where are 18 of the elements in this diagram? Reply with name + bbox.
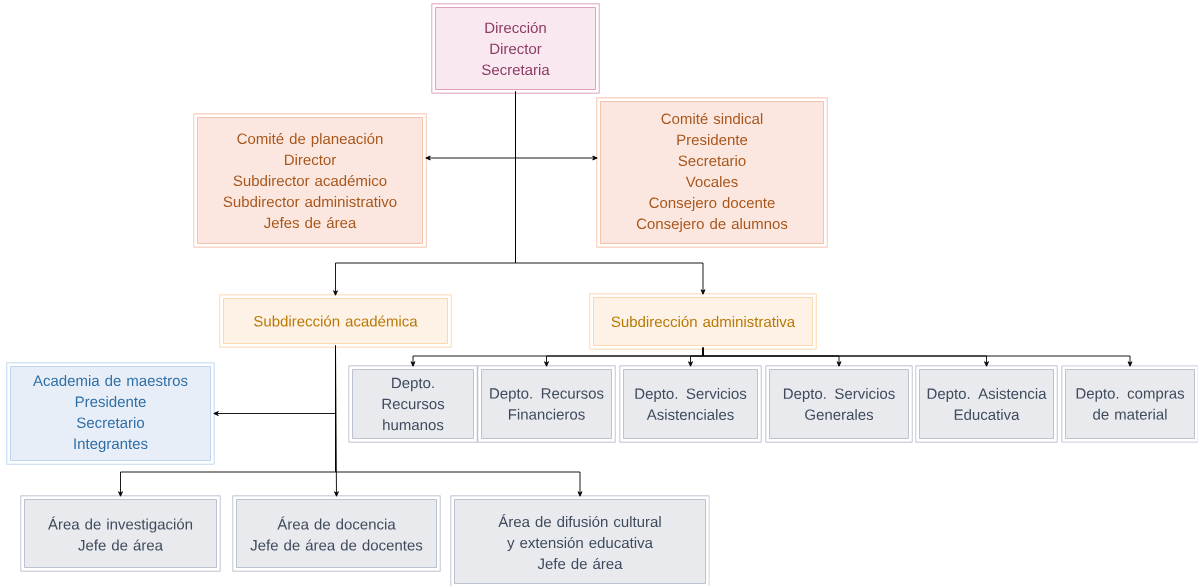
academy-box: Academia de maestros Presidente Secretario Integrantes (6, 362, 215, 465)
department-box: Área de docencia Jefe de área de docentes (232, 495, 441, 572)
department-box: Depto. Recursos Financieros (477, 365, 616, 443)
director-box: Dirección Director Secretaria (431, 3, 600, 94)
committee-box: Comité sindical Presidente Secretario Vocales Consejero docente Consejero de alumnos (596, 97, 828, 248)
department-box: Depto. Servicios Generales (765, 365, 913, 443)
department-box: Depto. Servicios Asistenciales (619, 365, 762, 443)
department-box: Área de investigación Jefe de área (20, 495, 221, 572)
department-box: Área de difusión cultural y extensión educativa Jefe de área (450, 495, 710, 586)
subdirection-box: Subdirección académica (219, 294, 452, 348)
department-box: Depto. Recursos humanos (348, 365, 478, 443)
subdirection-box: Subdirección administrativa (589, 293, 817, 350)
committee-box: Comité de planeación Director Subdirector académico Subdirector administrativo Jefes de área (193, 113, 427, 248)
department-box: Depto. compras de material (1061, 365, 1198, 443)
arrow (335, 345, 583, 497)
arrow (515, 91, 706, 295)
arrow (702, 347, 1133, 367)
department-box: Depto. Asistencia Educativa (915, 365, 1058, 443)
